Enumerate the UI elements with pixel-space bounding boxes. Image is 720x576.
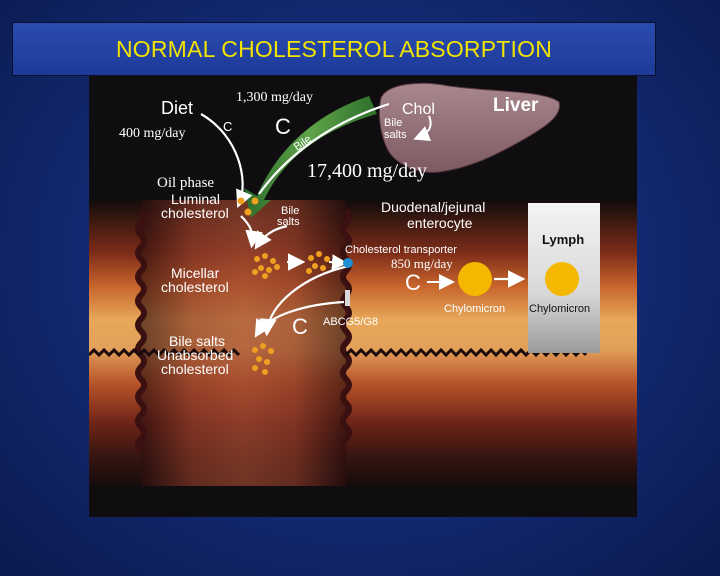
chylomicron-lymph-particle xyxy=(545,262,579,296)
luminal-cholesterol-line2: cholesterol xyxy=(161,205,229,221)
liver-secretion-rate: 1,300 mg/day xyxy=(236,90,313,105)
micellar-cholesterol-line2: cholesterol xyxy=(161,279,229,295)
lumen-bile-salts-line2: salts xyxy=(277,216,300,228)
diet-arrow xyxy=(200,113,253,209)
chylomicron-cell-label: Chylomicron xyxy=(444,303,505,315)
liver-bile-salts-line1: Bile xyxy=(384,117,402,129)
abcg-label: ABCG5/G8 xyxy=(323,316,378,328)
liver-to-lumen-arrow xyxy=(258,102,390,195)
unabsorbed-line2: Unabsorbed xyxy=(157,347,233,363)
chylomicron-cell-particle xyxy=(458,262,492,296)
bile-c-label: C xyxy=(275,114,291,139)
transporter-label: Cholesterol transporter xyxy=(345,244,457,256)
bile-salt-return-arrow xyxy=(413,115,432,141)
chol-label: Chol xyxy=(402,101,435,118)
brush-border xyxy=(89,347,588,358)
diet-label: Diet xyxy=(161,98,193,118)
micellar-cholesterol-dots xyxy=(252,253,280,279)
slide-title: NORMAL CHOLESTEROL ABSORPTION xyxy=(12,22,656,76)
oil-phase-label: Oil phase xyxy=(157,175,214,191)
micelle-to-unabsorbed-arrow xyxy=(259,264,350,337)
liver-bile-salts-line2: salts xyxy=(384,129,407,141)
lymph-label: Lymph xyxy=(542,232,584,247)
villus-edge-left xyxy=(135,208,147,454)
enterocyte-line1: Duodenal/jejunal xyxy=(381,199,485,215)
enterocyte-line2: enterocyte xyxy=(407,215,473,231)
transporter-symbol xyxy=(343,258,353,268)
absorbed-rate: 850 mg/day xyxy=(391,256,453,271)
villus-edge-right xyxy=(340,208,352,454)
chylomicron-lymph-label: Chylomicron xyxy=(529,303,590,315)
liver-shape xyxy=(378,82,561,173)
unabsorbed-line1: Bile salts xyxy=(169,333,225,349)
lumen-bile-salts-line1: Bile xyxy=(281,205,299,217)
diagram-panel: Diet C C Bile Liver Chol Bile salts Oil … xyxy=(89,76,637,517)
micellar-cholesterol-line1: Micellar xyxy=(171,265,220,281)
diet-c-label: C xyxy=(223,119,232,134)
lumen-to-micelle-arrow xyxy=(240,215,263,249)
bile-arrow xyxy=(244,96,377,218)
transporter-arrow xyxy=(328,254,348,271)
transport-cholesterol-dots xyxy=(306,251,330,274)
efflux-c-label: C xyxy=(292,314,308,339)
cell-c-label: C xyxy=(405,270,421,295)
unabsorbed-line3: cholesterol xyxy=(161,361,229,377)
bile-salts-to-micelle-arrow xyxy=(254,224,288,250)
abcg-transporter-symbol xyxy=(345,290,350,306)
diet-intake-rate: 400 mg/day xyxy=(119,126,186,141)
lumen-column xyxy=(141,200,346,486)
liver-label: Liver xyxy=(493,95,539,116)
luminal-pool-rate: 17,400 mg/day xyxy=(307,160,427,182)
luminal-cholesterol-dots xyxy=(237,197,259,216)
unabsorbed-cholesterol-dots xyxy=(252,343,274,375)
luminal-cholesterol-line1: Luminal xyxy=(171,191,220,207)
